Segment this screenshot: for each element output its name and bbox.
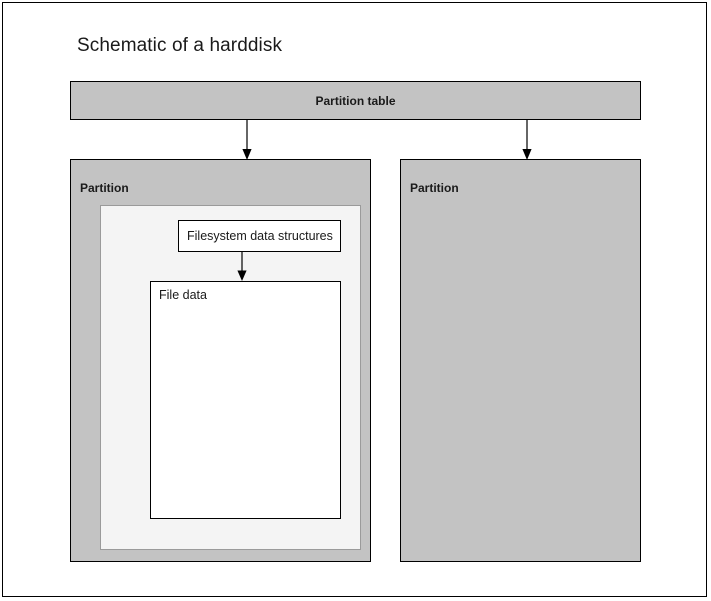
- partition-label-1: Partition: [80, 181, 129, 195]
- partition-table-box[interactable]: Partition table: [70, 81, 641, 120]
- filesystem-data-structures-box[interactable]: Filesystem data structures: [178, 220, 341, 252]
- file-data-label: File data: [159, 288, 207, 302]
- partition-table-label: Partition table: [315, 94, 396, 108]
- partition-box-2[interactable]: Partition: [400, 159, 641, 562]
- page-title: Schematic of a harddisk: [77, 35, 283, 56]
- file-data-box[interactable]: File data: [150, 281, 341, 519]
- filesystem-data-structures-label: Filesystem data structures: [187, 229, 333, 243]
- partition-label-2: Partition: [410, 181, 459, 195]
- arrow-partition-table-to-partition-2: [520, 119, 534, 161]
- arrow-partition-table-to-partition-1: [240, 119, 254, 161]
